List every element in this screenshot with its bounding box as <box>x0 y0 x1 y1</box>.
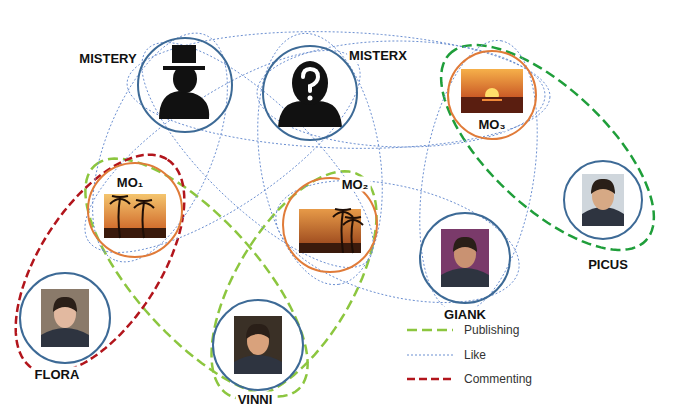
legend-text: Commenting <box>462 372 534 386</box>
legend-line <box>407 329 453 332</box>
legend-sample <box>406 325 454 335</box>
legend-entry: Commenting <box>406 367 534 392</box>
media-circle: MO₂ <box>282 177 378 273</box>
legend-sample <box>406 350 454 360</box>
node-ring <box>448 51 536 139</box>
node-picture <box>41 289 89 347</box>
node-label: FLORA <box>33 367 82 382</box>
node-shape <box>419 212 511 304</box>
legend-sample <box>406 374 454 384</box>
media-circle: MO₁ <box>87 162 183 258</box>
node-label: MISTERY <box>77 51 138 66</box>
publishing-relation <box>441 45 654 250</box>
node-shape <box>563 160 643 240</box>
node-ring <box>283 178 377 272</box>
user-circle: VINNI <box>212 299 304 391</box>
legend-text: Like <box>462 348 488 362</box>
media-circle: MO₃ <box>447 50 537 140</box>
legend-entry: Like <box>406 343 534 368</box>
user-circle: GIANK <box>419 212 511 304</box>
node-picture <box>278 61 342 127</box>
like-relation <box>257 41 545 147</box>
node-label: MO₂ <box>340 177 371 192</box>
node-label: PICUS <box>586 257 630 272</box>
node-picture <box>234 316 282 374</box>
user-circle: MISTERX <box>262 45 358 141</box>
node-picture <box>159 45 209 119</box>
node-shape <box>262 45 358 141</box>
publishing-relation <box>85 159 307 397</box>
like-relation <box>258 33 383 284</box>
node-label: MO₃ <box>477 117 508 132</box>
node-picture <box>299 209 363 253</box>
like-relation <box>93 33 228 262</box>
legend-text: Publishing <box>462 323 521 337</box>
legend: PublishingLikeCommenting <box>406 318 534 392</box>
legend-entry: Publishing <box>406 318 534 343</box>
user-circle: FLORA <box>19 272 111 364</box>
user-circle: PICUS <box>563 160 643 240</box>
legend-line <box>407 354 453 355</box>
node-ring <box>88 163 182 257</box>
node-picture <box>104 194 166 238</box>
like-relation <box>276 180 519 302</box>
node-ring <box>263 46 357 140</box>
node-shape <box>137 37 233 133</box>
node-ring <box>213 300 303 390</box>
node-ring <box>420 213 510 303</box>
node-ring <box>564 161 642 239</box>
node-picture <box>582 174 624 226</box>
user-circle: MISTERY <box>137 37 233 133</box>
node-picture <box>441 229 489 287</box>
like-relation <box>85 51 360 253</box>
legend-line <box>407 378 453 381</box>
like-relation <box>420 40 537 312</box>
commenting-relation <box>16 155 185 374</box>
node-shape <box>212 299 304 391</box>
node-label: MISTERX <box>347 48 409 63</box>
node-picture <box>461 69 523 113</box>
node-label: GIANK <box>442 307 488 322</box>
node-label: MO₁ <box>115 175 145 190</box>
node-ring <box>138 38 232 132</box>
like-relation <box>127 32 550 149</box>
node-ring <box>20 273 110 363</box>
node-shape <box>19 272 111 364</box>
node-label: VINNI <box>236 392 275 407</box>
